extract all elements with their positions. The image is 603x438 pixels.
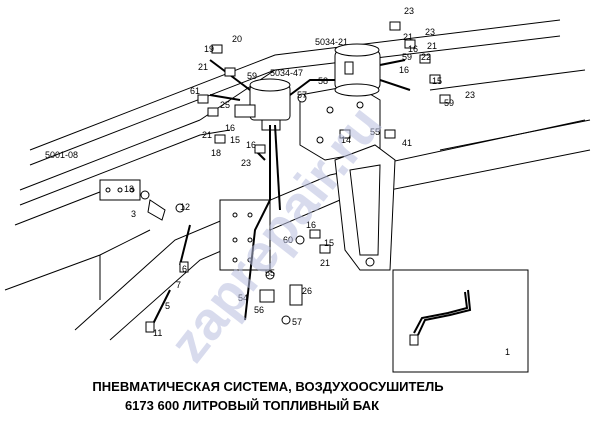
callout: 23 (241, 158, 251, 168)
callout: 20 (232, 34, 242, 44)
caption-line-1: ПНЕВМАТИЧЕСКАЯ СИСТЕМА, ВОЗДУХООСУШИТЕЛЬ (92, 379, 443, 394)
callout: 56 (254, 305, 264, 315)
callout: 21 (202, 130, 212, 140)
inset-detail: 1 (392, 269, 529, 373)
callout: 16 (306, 220, 316, 230)
callout: 21 (320, 258, 330, 268)
callout: 7 (176, 280, 181, 290)
callout: 3 (131, 209, 136, 219)
frame-plates (99, 179, 303, 306)
callout-labels: 23 21 5034-21 20 19 23 16 21 59 22 21 59… (45, 6, 475, 338)
callout: 16 (399, 65, 409, 75)
callout: 23 (425, 27, 435, 37)
callout: 59 (402, 52, 412, 62)
callout: 12 (180, 202, 190, 212)
callout: 19 (204, 44, 214, 54)
callout: 13 (124, 184, 134, 194)
callout: 14 (341, 135, 351, 145)
callout: 59 (247, 71, 257, 81)
callout: 16 (246, 140, 256, 150)
callout: 25 (220, 100, 230, 110)
callout: 5034-21 (315, 37, 348, 47)
callout: 59 (444, 98, 454, 108)
fittings (140, 21, 451, 333)
callout: 6 (182, 264, 187, 274)
callout: 58 (318, 76, 328, 86)
callout: 23 (465, 90, 475, 100)
callout: 21 (198, 62, 208, 72)
callout: 18 (211, 148, 221, 158)
callout: 15 (230, 135, 240, 145)
callout: 57 (297, 90, 307, 100)
callout: 23 (404, 6, 414, 16)
callout: 5001-08 (45, 150, 78, 160)
air-dryer (334, 43, 381, 97)
callout: 22 (421, 52, 431, 62)
callout: 15 (324, 238, 334, 248)
inset-label: 1 (505, 347, 510, 357)
callout: 55 (370, 127, 380, 137)
callout: 55 (265, 268, 275, 278)
callout: 57 (292, 317, 302, 327)
support-bracket (334, 144, 396, 271)
caption-line-2: 6173 600 ЛИТРОВЫЙ ТОПЛИВНЫЙ БАК (125, 398, 379, 413)
callout: 5034-47 (270, 68, 303, 78)
callout: 16 (408, 44, 418, 54)
callout: 60 (283, 235, 293, 245)
callout: 5 (165, 301, 170, 311)
callout: 11 (153, 328, 162, 338)
callout: 21 (427, 41, 437, 51)
valve-block (234, 78, 291, 131)
callout: 16 (225, 123, 235, 133)
callout: 54 (238, 293, 248, 303)
callout: 26 (302, 286, 312, 296)
callout: 61 (190, 86, 200, 96)
callout: 21 (403, 32, 413, 42)
callout: 15 (432, 76, 442, 86)
callout: 41 (402, 138, 412, 148)
